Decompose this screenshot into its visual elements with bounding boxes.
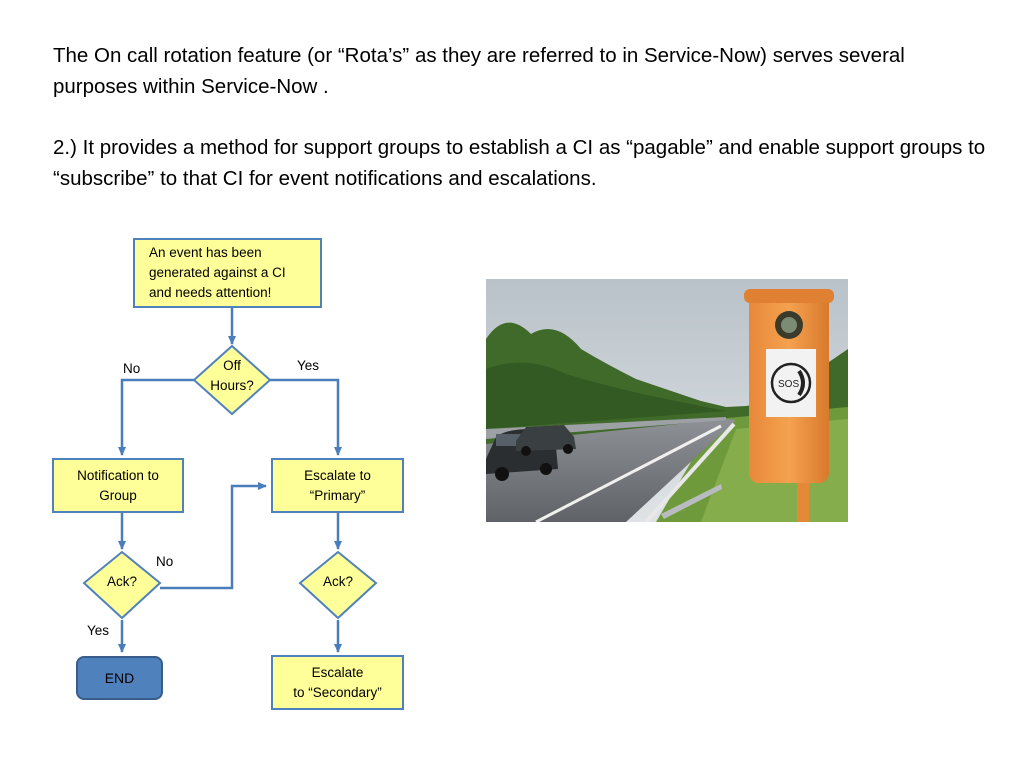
ack-left-label: Ack? [106, 574, 137, 589]
start-event-box: An event has been generated against a CI… [133, 238, 322, 308]
connector-offhours-yes [270, 378, 342, 456]
end-terminal-box: END [76, 656, 163, 700]
decision-off-hours-diamond [192, 344, 272, 416]
notification-text: Notification to Group [77, 467, 159, 503]
yes-label-right: Yes [297, 358, 320, 373]
decision-ack-left-diamond [82, 550, 162, 620]
decision-ack-right-diamond [298, 550, 378, 620]
connector-ack-no-to-primary [160, 482, 267, 590]
intro-paragraph: The On call rotation feature (or “Rota’s… [53, 44, 905, 98]
sos-sign-text: SOS [778, 379, 799, 390]
car-far [516, 425, 576, 456]
ack-right-label: Ack? [322, 574, 353, 589]
escalate-primary-box: Escalate to “Primary” [271, 458, 404, 513]
no-ack-label: No [156, 554, 174, 569]
no-label-left: No [123, 361, 141, 376]
end-text: END [104, 670, 135, 686]
roadside-sos-phone-photo: SOS [486, 279, 848, 522]
escalate-secondary-text: Escalate to “Secondary” [293, 664, 382, 700]
off-hours-label: Off Hours? [210, 358, 254, 393]
point-2-paragraph: 2.) It provides a method for support gro… [53, 136, 986, 190]
yes-ack-label: Yes [87, 623, 110, 638]
notification-to-group-box: Notification to Group [52, 458, 184, 513]
escalate-primary-text: Escalate to “Primary” [304, 467, 371, 503]
start-event-text: An event has been generated against a CI… [149, 245, 286, 300]
escalate-secondary-box: Escalate to “Secondary” [271, 655, 404, 710]
connector-offhours-no [118, 378, 194, 456]
